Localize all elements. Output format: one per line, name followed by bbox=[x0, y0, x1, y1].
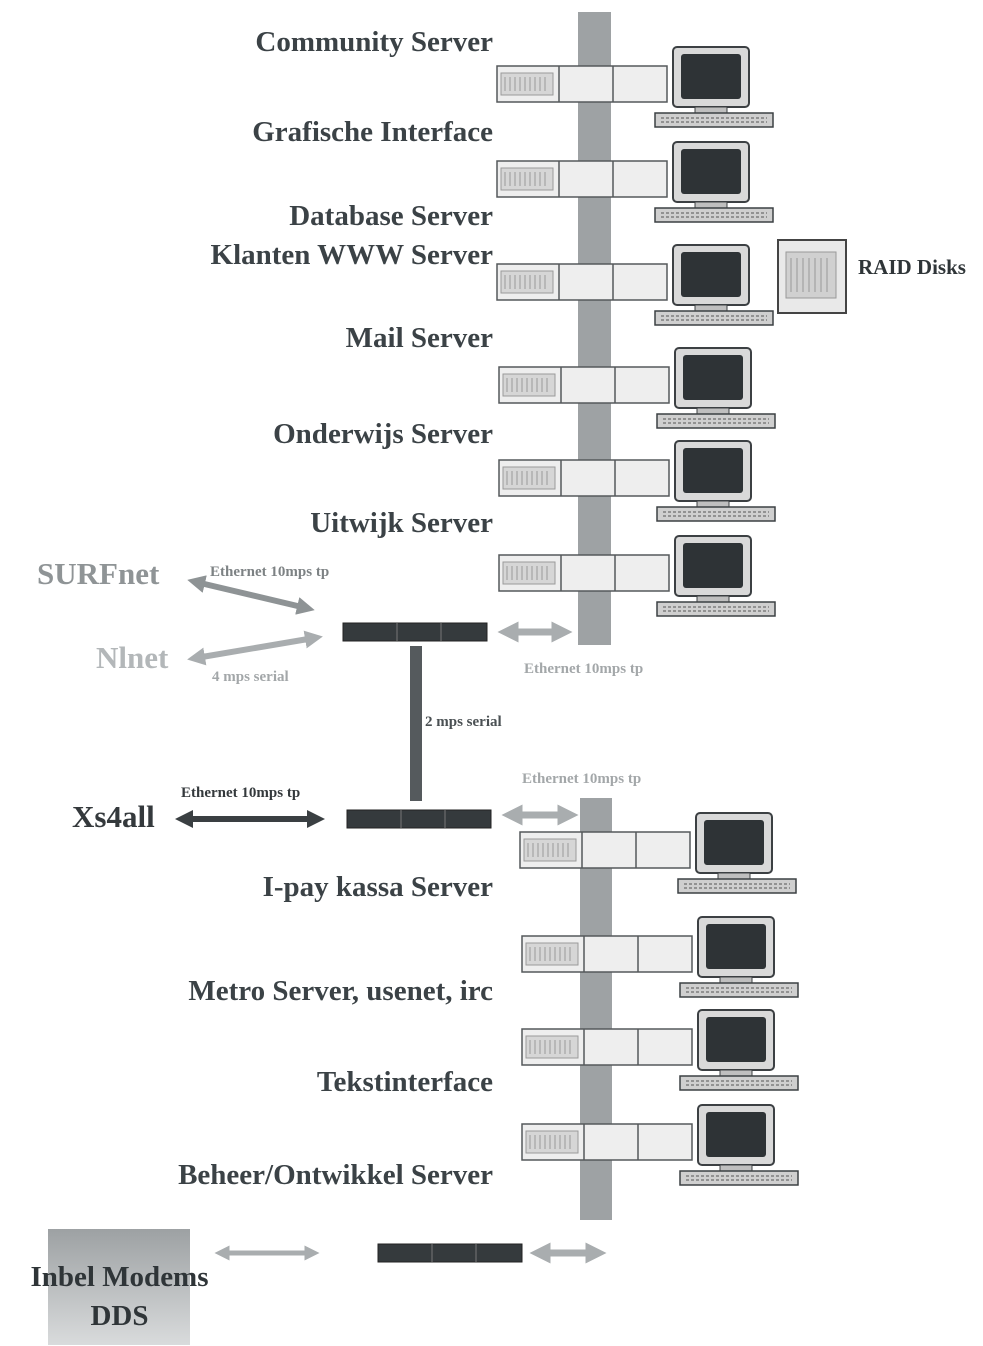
server-unit-mail bbox=[498, 366, 670, 404]
lower-router bbox=[346, 809, 492, 829]
server-unit-uitwijk bbox=[498, 554, 670, 592]
label-surfnet-link: Ethernet 10mps tp bbox=[210, 564, 330, 580]
label-tekstinterface: Tekstinterface bbox=[316, 1066, 493, 1098]
server-unit-community bbox=[496, 65, 668, 103]
raid-disks bbox=[777, 239, 847, 314]
workstation-mail bbox=[656, 347, 776, 429]
modem-router bbox=[377, 1243, 523, 1263]
server-unit-ipay bbox=[519, 831, 691, 869]
label-beheer-ontwikkel-server: Beheer/Ontwikkel Server bbox=[178, 1159, 493, 1191]
label-lower-router-link: Ethernet 10mps tp bbox=[522, 771, 642, 787]
server-unit-onderwijs bbox=[498, 459, 670, 497]
label-nlnet: Nlnet bbox=[96, 640, 169, 675]
workstation-database bbox=[654, 244, 774, 326]
server-unit-beheer bbox=[521, 1123, 693, 1161]
workstation-tekst bbox=[679, 1009, 799, 1091]
label-community-server: Community Server bbox=[255, 26, 493, 58]
workstation-community bbox=[654, 46, 774, 128]
label-surfnet: SURFnet bbox=[37, 556, 160, 591]
workstation-metro bbox=[679, 916, 799, 998]
workstation-uitwijk bbox=[656, 535, 776, 617]
server-unit-tekst bbox=[521, 1028, 693, 1066]
server-unit-database bbox=[496, 263, 668, 301]
label-database-server: Database Server bbox=[289, 200, 493, 232]
label-inbel-modems: Inbel Modems bbox=[30, 1261, 209, 1293]
label-ipay-kassa-server: I-pay kassa Server bbox=[262, 871, 493, 903]
server-unit-grafische bbox=[496, 160, 668, 198]
label-grafische-interface: Grafische Interface bbox=[252, 116, 493, 148]
workstation-beheer bbox=[679, 1104, 799, 1186]
label-xs4all: Xs4all bbox=[72, 799, 155, 834]
label-dds: DDS bbox=[90, 1300, 149, 1332]
label-nlnet-link: 4 mps serial bbox=[212, 669, 289, 685]
nlnet-arrow bbox=[187, 630, 323, 666]
workstation-ipay bbox=[677, 812, 797, 894]
workstation-grafische bbox=[654, 141, 774, 223]
serial-link bbox=[410, 646, 422, 801]
upper-router bbox=[342, 622, 488, 642]
label-raid-disks: RAID Disks bbox=[858, 255, 966, 279]
label-metro-server: Metro Server, usenet, irc bbox=[188, 975, 493, 1007]
modem-box bbox=[48, 1229, 190, 1345]
server-unit-metro bbox=[521, 935, 693, 973]
workstation-onderwijs bbox=[656, 440, 776, 522]
label-serial-link: 2 mps serial bbox=[425, 714, 502, 730]
surfnet-arrow bbox=[187, 575, 315, 615]
label-onderwijs-server: Onderwijs Server bbox=[273, 418, 493, 450]
label-klanten-www-server: Klanten WWW Server bbox=[210, 239, 493, 271]
label-mail-server: Mail Server bbox=[345, 322, 493, 354]
label-upper-router-link: Ethernet 10mps tp bbox=[524, 661, 644, 677]
label-uitwijk-server: Uitwijk Server bbox=[310, 507, 493, 539]
upper-backbone bbox=[578, 12, 611, 645]
label-xs4all-link: Ethernet 10mps tp bbox=[181, 785, 301, 801]
